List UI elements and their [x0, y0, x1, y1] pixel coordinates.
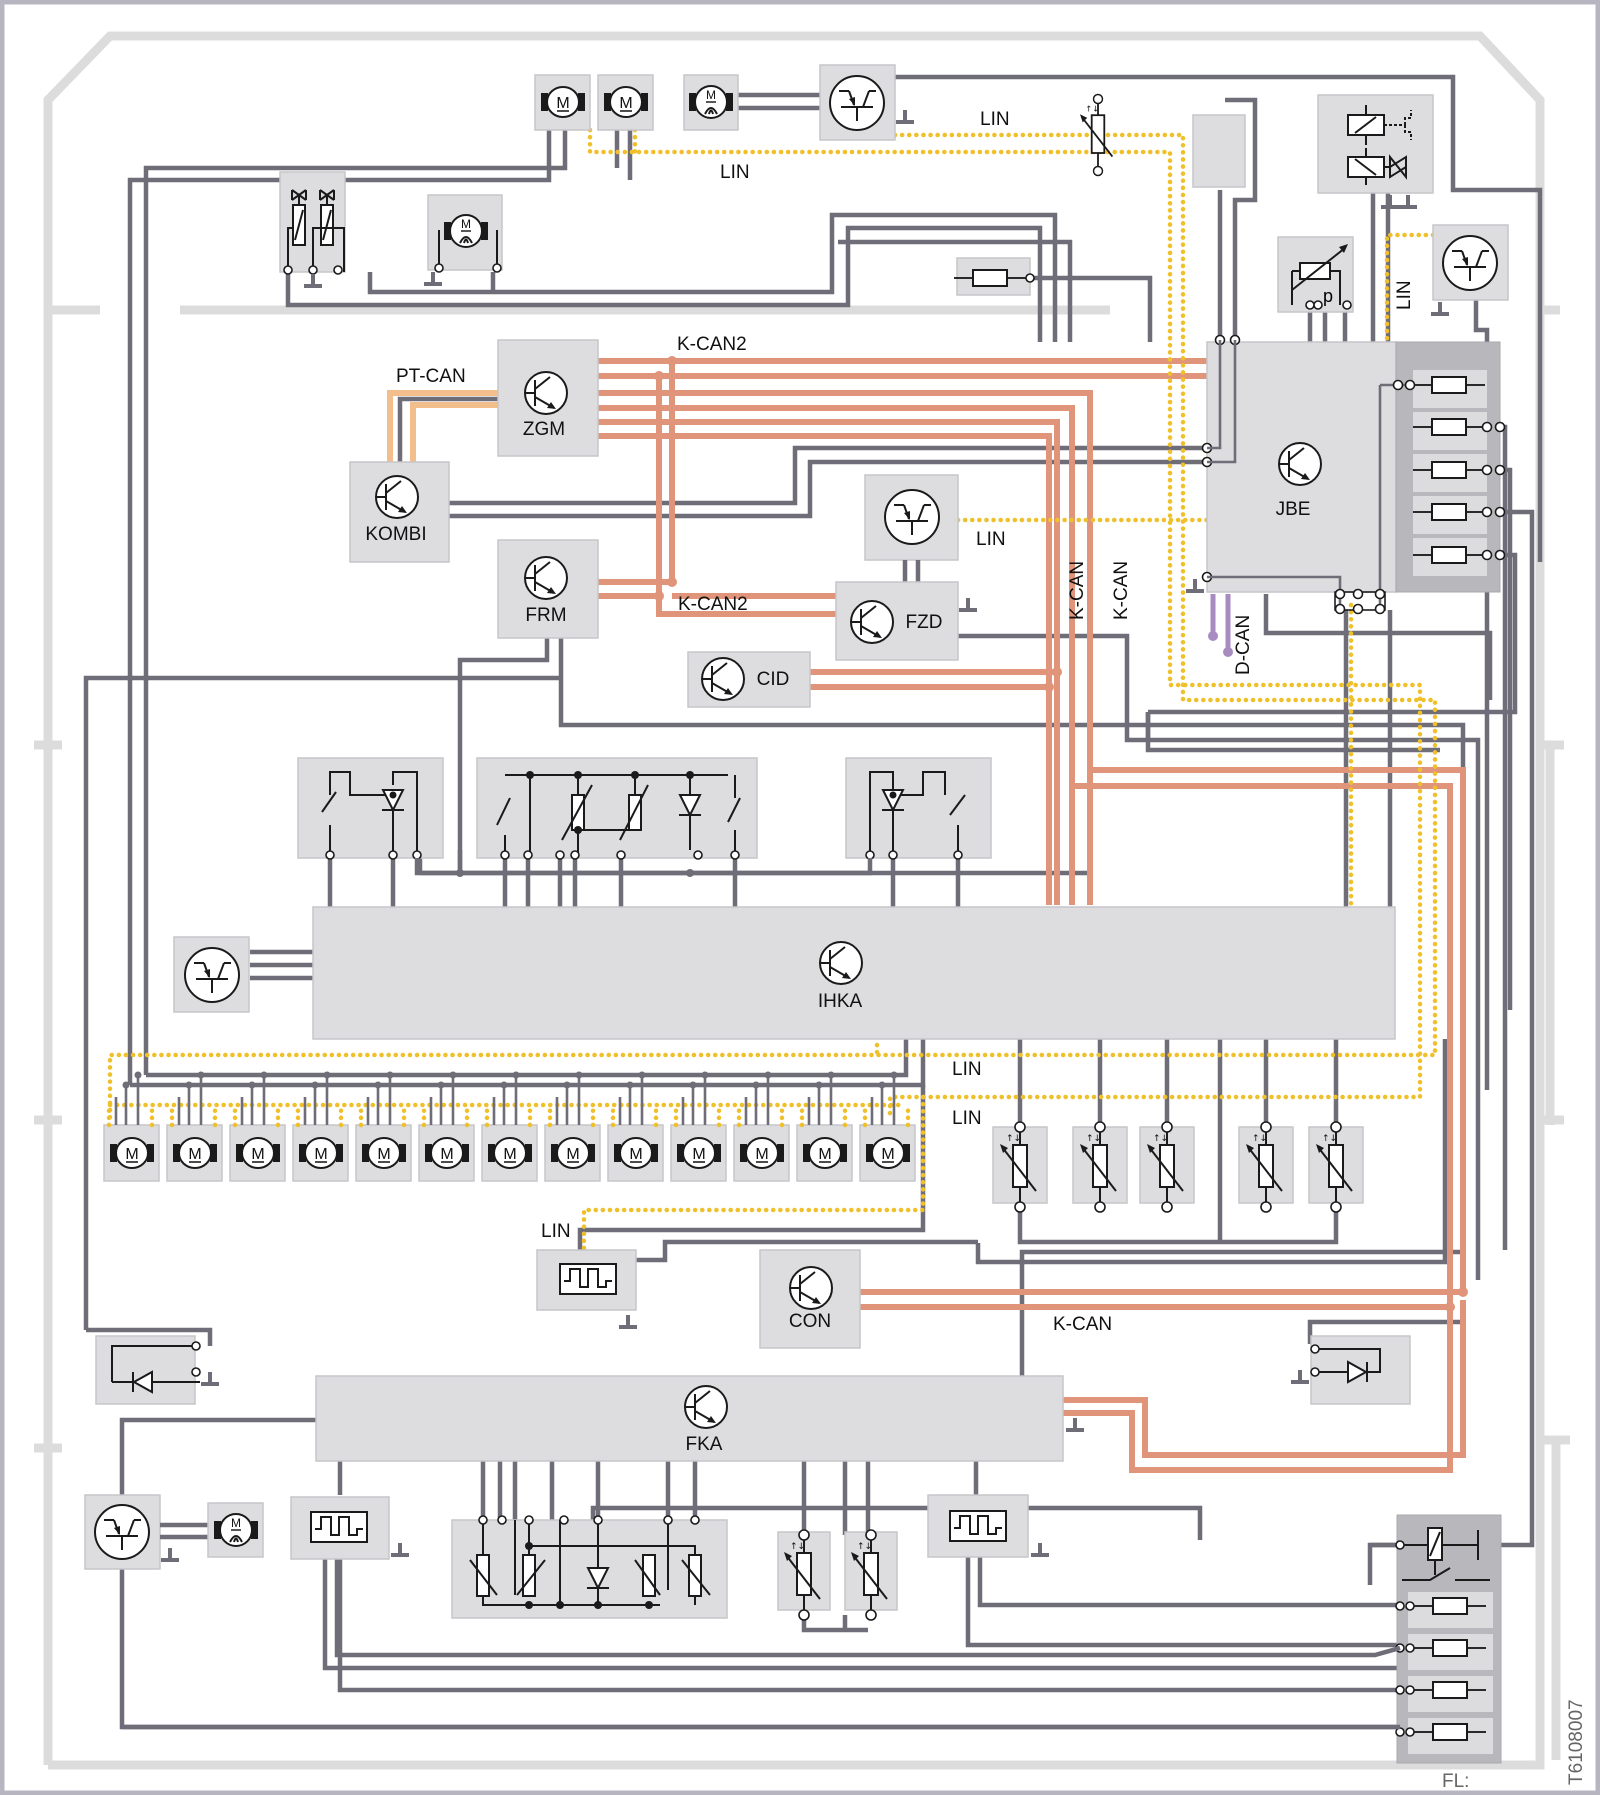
solar-sensor: [1429, 224, 1509, 316]
stepper-motor: [733, 1071, 790, 1182]
stepper-motor: [166, 1071, 223, 1182]
pressure-label: p: [1323, 286, 1333, 306]
pressure-sensor: p: [1277, 236, 1354, 313]
pt-can-label: PT-CAN: [396, 366, 466, 387]
fuse-single: [953, 257, 1035, 296]
rear-sensor-panel: [451, 1515, 728, 1619]
switch-shared-wire: [414, 858, 873, 876]
stepper-motor: [355, 1071, 412, 1182]
lin-label-motors-2: LIN: [952, 1108, 982, 1129]
blower-output-stage: [819, 64, 916, 141]
led-indicator-right: [1289, 1335, 1411, 1405]
fka-label: FKA: [686, 1434, 723, 1455]
stepper-motor: [544, 1071, 601, 1182]
d-can-label: D-CAN: [1233, 615, 1254, 675]
cid-label: CID: [757, 669, 790, 690]
stepper-motor: [418, 1071, 475, 1182]
vehicle-outline-marks: [34, 305, 1570, 1760]
lin-label-motors-1: LIN: [952, 1059, 982, 1080]
ecu-frm: FRM: [497, 539, 599, 639]
pt-can-bus: [387, 390, 498, 462]
k-can-label-v2: K-CAN: [1111, 561, 1132, 620]
con-label: CON: [789, 1311, 831, 1332]
zgm-label: ZGM: [523, 419, 565, 440]
stepper-motor: [796, 1071, 853, 1182]
rear-blower-output-stage: [84, 1494, 208, 1570]
k-can-label-v1: K-CAN: [1067, 561, 1088, 620]
stepper-motor: [229, 1071, 286, 1182]
rear-temp-sensor-2: [844, 1529, 898, 1621]
can-junction-dots: [654, 356, 1468, 1312]
blower-motor: [683, 74, 739, 131]
rain-light-sensor: [864, 474, 959, 561]
lin-bus: [107, 127, 1438, 1253]
k-can2-bus: [598, 358, 1207, 905]
ecu-cid: CID: [687, 651, 811, 708]
stepper-motor: [670, 1071, 727, 1182]
jbe-fuse-panel: [1380, 370, 1506, 576]
lin-label-top-1: LIN: [980, 109, 1010, 130]
stepper-motor: [481, 1071, 538, 1182]
rear-fuse-box: [1395, 1514, 1502, 1764]
fzd-label: FZD: [906, 612, 943, 633]
ecu-fka: FKA: [315, 1375, 1086, 1462]
interior-temp-sensor-blower: [173, 936, 250, 1013]
stepper-motor: [859, 1071, 916, 1182]
vehicle-outline: [43, 31, 1545, 1770]
ecu-zgm: ZGM: [497, 339, 599, 457]
lin-label-right: LIN: [1394, 280, 1415, 310]
reference-code: T6108007: [1566, 1699, 1587, 1785]
lin-label-fzd: LIN: [976, 529, 1006, 550]
flap-motor-1: [534, 74, 591, 131]
pwm-module: [536, 1249, 639, 1329]
ecu-kombi: KOMBI: [349, 461, 450, 563]
temperature-sensor: [992, 1121, 1048, 1213]
ihka-temperature-sensor-row: [992, 1121, 1364, 1213]
rear-blower-motor: [207, 1502, 264, 1558]
rear-pwm-module: [290, 1496, 411, 1560]
stepper-motor: [607, 1071, 664, 1182]
stepper-motor: [292, 1071, 349, 1182]
lin-label-pwm: LIN: [541, 1221, 571, 1242]
k-can-bus: [810, 669, 1466, 1473]
compressor-valve-unit: [1317, 94, 1434, 209]
rear-pwm-module-2: [927, 1494, 1051, 1558]
kombi-label: KOMBI: [365, 524, 426, 545]
ihka-label: IHKA: [818, 991, 863, 1012]
rear-fuse-diag-wire: [1105, 1645, 1401, 1658]
ecu-con: CON: [759, 1249, 861, 1349]
temperature-sensor: [1238, 1121, 1294, 1213]
switch-panel-right: [845, 757, 992, 860]
evaporator-temp-sensor: [1079, 93, 1246, 188]
stepper-motor-row: [103, 1071, 916, 1182]
footer-label: FL:: [1442, 1771, 1469, 1792]
rear-temp-sensor-1: [777, 1529, 831, 1621]
switch-panel-center: [476, 757, 758, 860]
led-indicator-left: [95, 1335, 221, 1405]
temperature-sensor: [1308, 1121, 1364, 1213]
temperature-sensor: [1072, 1121, 1128, 1213]
sensor-fzd-link: [902, 560, 921, 582]
ecu-ihka: IHKA: [312, 906, 1396, 1040]
k-can2-label-top: K-CAN2: [677, 334, 747, 355]
k-can-label-bottom: K-CAN: [1053, 1314, 1112, 1335]
ecu-fzd: FZD: [835, 581, 979, 661]
solenoid-valves: [279, 171, 346, 288]
flap-motor-2: [597, 74, 654, 131]
lin-label-top-2: LIN: [720, 162, 750, 183]
jbe-label: JBE: [1276, 499, 1311, 520]
k-can2-label-mid: K-CAN2: [678, 594, 748, 615]
recirculation-flap-motor: [422, 194, 503, 286]
wiring-harness: [83, 74, 1543, 1730]
switch-panel-left: [297, 757, 444, 860]
stepper-motor: [103, 1071, 160, 1182]
temperature-sensor: [1139, 1121, 1195, 1213]
frm-label: FRM: [525, 605, 566, 626]
d-can-bus: [1208, 594, 1233, 657]
